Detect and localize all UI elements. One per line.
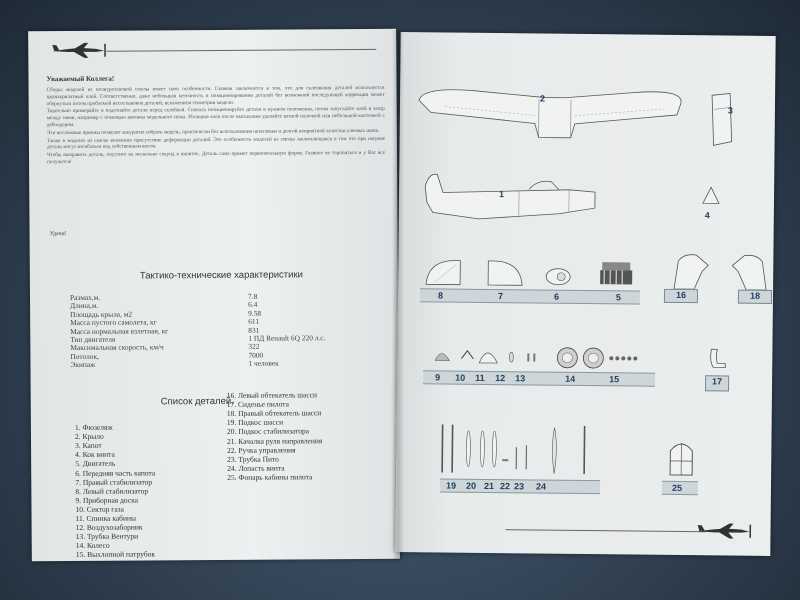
parts-list-item: 1. Фюзеляж (74, 422, 113, 432)
part-label-22: 22 (499, 481, 511, 492)
greeting: Уважаемый Коллега! (46, 74, 115, 84)
part-label-8: 8 (437, 290, 444, 301)
parts-list-item: 19. Подкос шасси (226, 417, 284, 428)
instruction-page-left: Уважаемый Коллега! Сборка моделей из пол… (28, 28, 400, 562)
parts-list-item: 18. Правый обтекатель шасси (226, 408, 322, 419)
part-label-14: 14 (565, 373, 576, 384)
intro-paragraph: Чтобы выправить деталь, опустите на неск… (46, 149, 386, 166)
part-label-2: 2 (539, 93, 546, 104)
stabilizer-left-drawing (425, 260, 461, 286)
part-label-23: 23 (513, 481, 525, 492)
parts-list-item: 17. Сиденье пилота (226, 399, 289, 410)
parts-list-item: 21. Качалка руля направления (226, 435, 323, 446)
part-label-25: 25 (671, 482, 683, 494)
small-parts-drawing (434, 347, 638, 369)
spec-label: Экипаж (70, 360, 96, 370)
part-label-19: 19 (445, 480, 457, 491)
parts-list-item: 10. Сектор газа (75, 504, 124, 514)
parts-list-item: 8. Левый стабилизатор (75, 486, 149, 496)
parts-list-item: 2. Крыло (74, 431, 104, 442)
intro-paragraph: Сборка моделей из полиуретановой смолы и… (46, 84, 385, 107)
parts-list-item: 12. Воздухозаборник (75, 522, 143, 533)
book-fold (392, 30, 404, 560)
parts-list-item: 7. Правый стабилизатор (75, 477, 153, 487)
part-label-1: 1 (498, 189, 505, 200)
instruction-page-right: 2 3 1 4 8 7 6 5 (395, 32, 776, 556)
part-label-9: 9 (435, 372, 441, 383)
parts-list-item: 9. Приборная доска (75, 495, 139, 505)
part-label-13: 13 (515, 373, 526, 384)
parts-list-item: 5. Двигатель (75, 459, 116, 469)
intro-text: Сборка моделей из полиуретановой смолы и… (47, 85, 386, 167)
parts-list-item: 4. Кок винта (75, 449, 115, 460)
part-label-16: 16 (663, 288, 699, 304)
intro-paragraph: Тщательно примеряйте и подгоняйте детали… (46, 106, 385, 129)
left-gear-fairing-drawing (673, 254, 709, 290)
parts-list-item: 16. Левый обтекатель шасси (226, 390, 318, 400)
fuselage-drawing (424, 173, 596, 220)
parts-list-item: 11. Спинка кабины (75, 513, 137, 523)
parts-list-item: 14. Колесо (75, 541, 110, 551)
struts-drawing (441, 424, 586, 475)
part-label-17: 17 (704, 375, 730, 392)
part-label-6: 6 (553, 291, 560, 302)
seat-drawing (710, 348, 726, 368)
cowl-front-drawing (545, 268, 571, 286)
part-label-4: 4 (704, 210, 710, 221)
parts-list-item: 13. Трубка Вентури (75, 531, 139, 542)
parts-list-item: 22. Ручка управления (227, 445, 296, 455)
part-label-12: 12 (495, 373, 506, 384)
right-gear-fairing-drawing (731, 254, 767, 291)
label-strip-row-1 (419, 288, 641, 305)
parts-list-item: 6. Передняя часть капота (75, 467, 156, 478)
part-label-20: 20 (465, 480, 477, 491)
closing-wish: Удачи! (49, 231, 67, 238)
parts-list-item: 25. Фонарь кабины пилота (227, 472, 313, 482)
header-rule (106, 48, 377, 52)
part-label-21: 21 (483, 480, 495, 492)
stabilizer-right-drawing (487, 260, 523, 286)
part-label-11: 11 (475, 372, 485, 383)
intro-paragraph: Также в моделях из смолы возможно присут… (46, 135, 385, 151)
parts-list-item: 24. Лопасть винта (227, 463, 285, 473)
footer-rule (505, 529, 706, 533)
aircraft-silhouette-icon (52, 42, 106, 58)
spinner-drawing (702, 186, 720, 204)
part-label-24: 24 (535, 481, 547, 492)
parts-list-item: 15. Выхлопной патрубок (75, 549, 156, 560)
cowling-drawing (711, 93, 733, 146)
part-label-3: 3 (727, 105, 733, 116)
part-label-18: 18 (737, 289, 773, 304)
part-label-7: 7 (497, 291, 504, 302)
parts-list-item: 20. Подкос стабилизатора (226, 426, 310, 437)
part-label-15: 15 (609, 374, 620, 385)
part-label-10: 10 (455, 372, 466, 383)
wing-drawing (418, 89, 682, 139)
engine-drawing (600, 262, 633, 285)
parts-title: Список деталей. (160, 395, 234, 408)
parts-list-item: 3. Капот (75, 440, 102, 451)
parts-list-item: 23. Трубка Пито (227, 454, 279, 464)
aircraft-silhouette-icon (697, 523, 752, 539)
spec-row: Экипаж 1 человек (70, 358, 390, 370)
canopy-drawing (669, 443, 693, 476)
specs-title: Тактико-технические характеристики (139, 269, 303, 282)
spec-value: 1 человек (248, 358, 279, 368)
part-label-5: 5 (615, 292, 622, 303)
